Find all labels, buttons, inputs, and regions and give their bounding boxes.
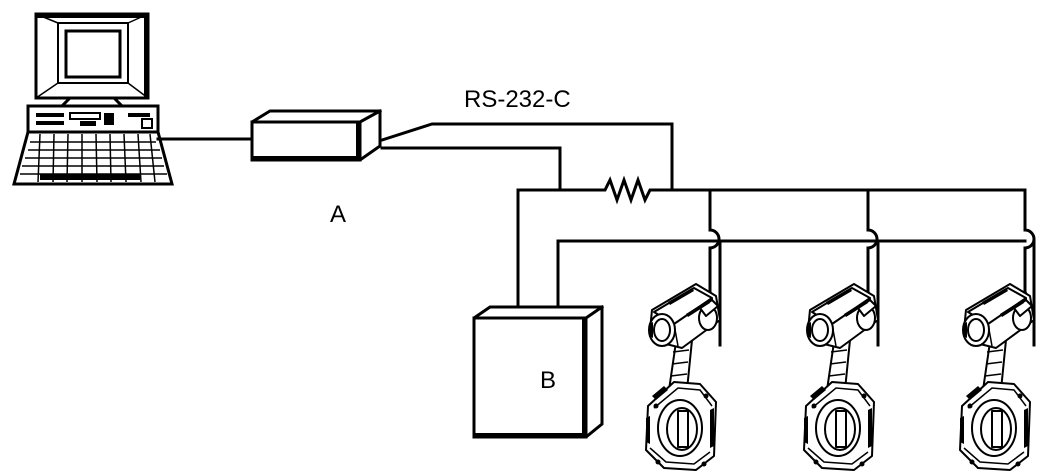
flowmeter-1 bbox=[645, 283, 721, 471]
computer-icon bbox=[12, 12, 174, 186]
label-b: B bbox=[540, 367, 556, 394]
rs232-label: RS-232-C bbox=[464, 86, 571, 113]
label-a: A bbox=[330, 201, 346, 228]
flowmeter-2 bbox=[803, 283, 879, 471]
rs232-lines bbox=[380, 122, 674, 192]
resistor-icon bbox=[596, 175, 657, 205]
flowmeter-3 bbox=[959, 283, 1035, 471]
converter-box-a bbox=[250, 108, 383, 162]
power-supply-box-b bbox=[472, 304, 605, 439]
